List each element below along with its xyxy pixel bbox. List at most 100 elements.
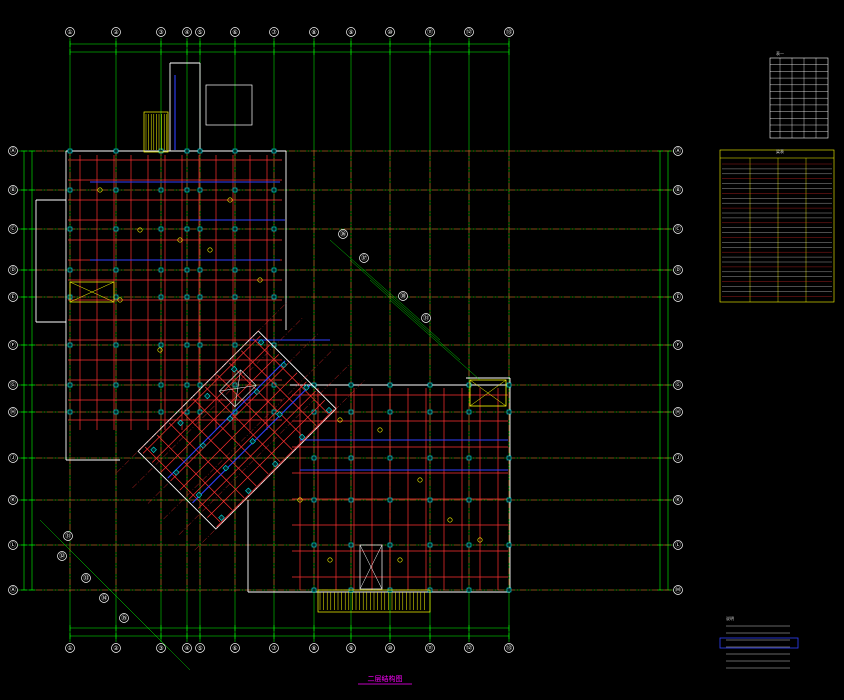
- rot-column-0-3: [218, 514, 225, 521]
- axis-top-0: ①: [65, 27, 75, 37]
- rot-grid-2: [147, 333, 318, 504]
- axis-bottom-5-circle: [230, 643, 240, 653]
- shaft-3-x2: [469, 379, 507, 407]
- column-2-2: [158, 226, 164, 232]
- axis-right-0: Ⓐ: [673, 146, 683, 156]
- axis-right-1-circle: [673, 185, 683, 195]
- column-0-1: [67, 187, 73, 193]
- axis-diag-6: ㊲: [359, 253, 369, 263]
- axis-right-7-circle: [673, 407, 683, 417]
- axis-diag-0-circle: [63, 531, 73, 541]
- axis-right-0-label: Ⓐ: [675, 147, 681, 155]
- axis-diag-7-circle: [398, 291, 408, 301]
- axis-left-1-circle: [8, 185, 18, 195]
- column-11-8: [466, 455, 472, 461]
- diag-dim-b-3: [389, 299, 481, 381]
- axis-bottom-11-circle: [464, 643, 474, 653]
- axis-top-11: ⑫: [464, 27, 474, 37]
- axis-left-0-circle: [8, 146, 18, 156]
- column-12-10: [506, 542, 512, 548]
- column-10-9: [427, 497, 433, 503]
- axis-top-3-circle: [182, 27, 192, 37]
- mark-1: [137, 227, 143, 233]
- axis-left-7: Ⓗ: [8, 407, 18, 417]
- axis-top-10-circle: [425, 27, 435, 37]
- axis-left-6-label: Ⓖ: [10, 381, 16, 389]
- column-2-7: [158, 409, 164, 415]
- rot-grid-4: [178, 364, 349, 535]
- axis-bottom-10-label: ⑪: [427, 644, 433, 652]
- mark-4: [157, 347, 163, 353]
- axis-bottom-5-label: ⑥: [232, 645, 237, 652]
- axis-left-0-label: Ⓐ: [10, 147, 16, 155]
- axis-left-1-label: Ⓑ: [10, 186, 16, 194]
- axis-bottom-0-circle: [65, 643, 75, 653]
- axis-top-0-label: ①: [67, 29, 72, 36]
- shaft-3: [469, 379, 507, 407]
- column-11-6: [466, 382, 472, 388]
- column-0-0: [67, 148, 73, 154]
- rot-column-2-2: [249, 438, 256, 445]
- axis-top-6-label: ⑦: [271, 29, 277, 36]
- column-3-1: [184, 187, 190, 193]
- axis-diag-7-label: ㊳: [400, 292, 406, 300]
- rot-beam-h-2: [161, 354, 280, 472]
- axis-top-3-label: ④: [184, 29, 189, 36]
- axis-bottom-9: ⑩: [385, 643, 395, 653]
- axis-diag-2-label: ㉝: [83, 574, 89, 582]
- axis-bottom-12-label: ⑬: [506, 644, 512, 652]
- rot-beam-blue-2: [192, 385, 311, 504]
- column-4-6: [197, 382, 203, 388]
- mark-9: [417, 477, 423, 483]
- column-12-6: [506, 382, 512, 388]
- axis-bottom-1: ②: [111, 643, 121, 653]
- column-1-3: [113, 267, 119, 273]
- column-6-2: [271, 226, 277, 232]
- axis-left-5-circle: [8, 340, 18, 350]
- axis-diag-4-label: ㉟: [121, 614, 127, 622]
- axis-bottom-2-circle: [156, 643, 166, 653]
- axis-left-2-circle: [8, 224, 18, 234]
- axis-top-12-circle: [504, 27, 514, 37]
- rot-beam-v-1: [156, 434, 233, 511]
- column-8-6: [348, 382, 354, 388]
- rot-beam-v-6: [217, 374, 293, 451]
- axis-bottom-7-label: ⑧: [311, 645, 316, 652]
- axis-bottom-11-label: ⑫: [466, 644, 472, 652]
- rot-beam-h-6: [197, 390, 316, 509]
- axis-left-7-circle: [8, 407, 18, 417]
- column-3-6: [184, 382, 190, 388]
- axis-diag-7: ㊳: [398, 291, 408, 301]
- rot-column-2-0: [204, 392, 211, 400]
- axis-bottom-6-label: ⑦: [271, 645, 277, 652]
- axis-bottom-9-label: ⑩: [387, 645, 392, 652]
- column-1-7: [113, 409, 119, 415]
- axis-left-8-label: Ⓙ: [10, 454, 16, 462]
- shaft-1-x2: [69, 281, 115, 303]
- axis-bottom-3-label: ④: [184, 645, 189, 652]
- column-3-2: [184, 226, 190, 232]
- axis-left-9-circle: [8, 495, 18, 505]
- rot-beam-v-2: [168, 422, 245, 499]
- rotated-wing: [39, 239, 481, 671]
- column-3-4: [184, 294, 190, 300]
- axis-bottom-12: ⑬: [504, 643, 514, 653]
- rot-column-1-1: [199, 442, 207, 449]
- column-11-11: [466, 587, 472, 593]
- rot-beam-h-1: [151, 344, 270, 463]
- column-7-7: [311, 409, 317, 415]
- axis-top-4-label: ⑤: [197, 29, 202, 36]
- axis-top-8-circle: [346, 27, 356, 37]
- column-0-3: [67, 267, 73, 273]
- diag-dim-a-3: [99, 579, 191, 671]
- rot-beam-h-5: [188, 381, 307, 500]
- rot-beam-v-0: [144, 446, 221, 523]
- axis-diag-1-circle: [57, 551, 67, 561]
- axis-left-7-label: Ⓗ: [10, 408, 16, 416]
- axis-diag-0: ㉛: [63, 531, 73, 541]
- axis-left-3-label: Ⓓ: [10, 266, 16, 274]
- column-9-6: [387, 382, 393, 388]
- axis-right-0-circle: [673, 146, 683, 156]
- axis-diag-0-label: ㉛: [65, 532, 71, 540]
- axis-diag-8-circle: [421, 313, 431, 323]
